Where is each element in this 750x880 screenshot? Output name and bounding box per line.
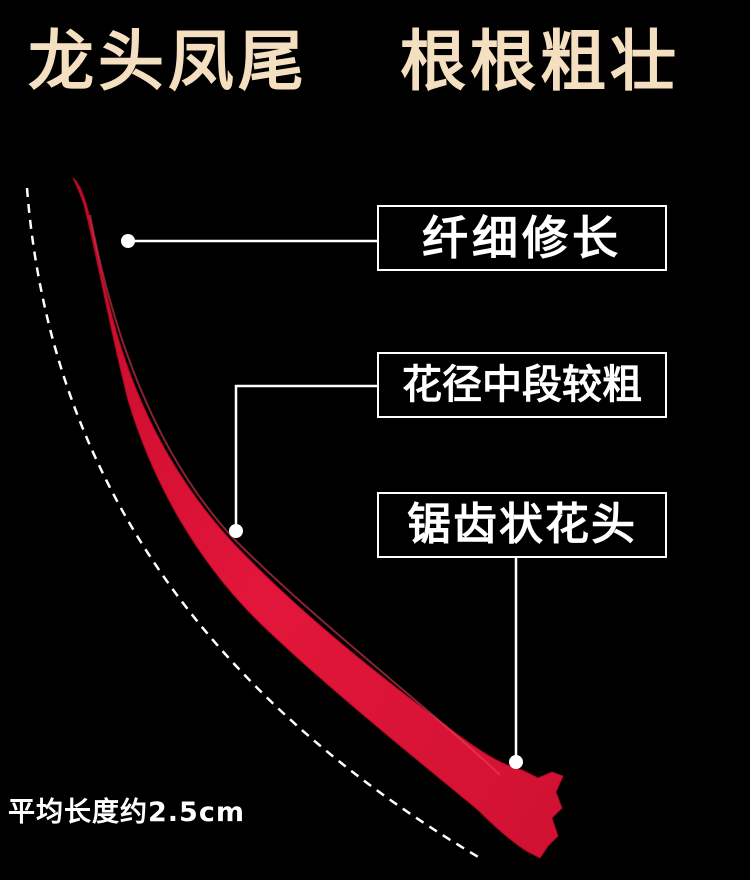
connector-dot-3 xyxy=(509,755,523,769)
headline-left: 龙头凤尾 xyxy=(28,23,308,100)
stigma-highlight xyxy=(89,214,501,776)
callout-serrated-head: 锯齿状花头 xyxy=(377,492,667,558)
callout-slender: 纤细修长 xyxy=(377,205,667,271)
saffron-stigma xyxy=(72,177,564,859)
headline-right: 根根粗壮 xyxy=(400,23,680,100)
length-caption: 平均长度约2.5cm xyxy=(8,797,245,828)
connector-dot-2 xyxy=(229,524,243,538)
callout-thick-middle: 花径中段较粗 xyxy=(377,352,667,418)
connector-dot-1 xyxy=(121,234,135,248)
length-arc xyxy=(25,187,481,860)
headline: 龙头凤尾 根根粗壮 xyxy=(0,22,750,102)
connector-2 xyxy=(234,384,377,531)
